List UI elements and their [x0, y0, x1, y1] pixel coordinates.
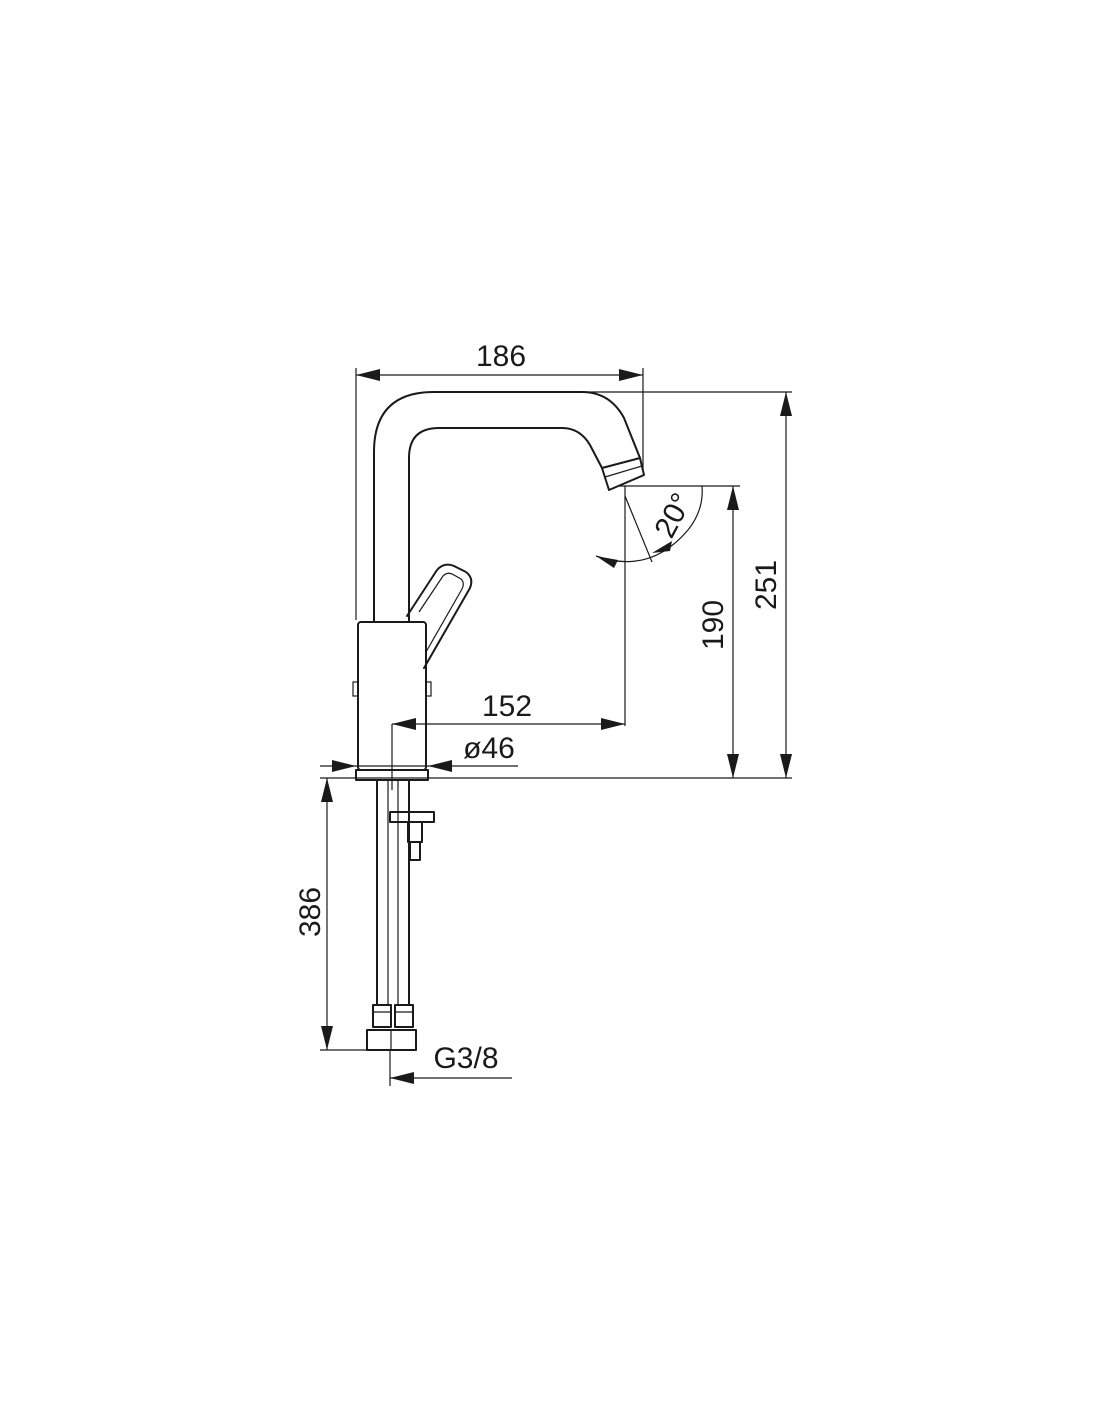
arrow-251-bottom — [780, 754, 792, 778]
lever-handle-inner — [418, 572, 464, 653]
arrow-386-bottom — [321, 1026, 333, 1050]
label-hose-length: 386 — [294, 887, 327, 937]
arrow-186-right — [619, 369, 643, 381]
aerator — [601, 457, 645, 491]
connection-nut — [366, 1029, 417, 1051]
label-spout-reach: 186 — [476, 340, 526, 373]
hose-fitting-right — [394, 1004, 414, 1028]
label-body-diameter: ø46 — [463, 732, 515, 765]
lever-handle — [406, 563, 473, 669]
dimension-lines — [320, 368, 792, 1086]
arrow-251-top — [780, 392, 792, 416]
fixing-bolt-end — [409, 841, 421, 861]
arrow-46-left — [332, 760, 356, 772]
arrow-190-bottom — [727, 754, 739, 778]
spout-inner — [408, 427, 603, 623]
arrow-186-left — [356, 369, 380, 381]
arrow-386-top — [321, 778, 333, 802]
arrow-152-left — [392, 718, 416, 730]
arrow-152-right — [601, 718, 625, 730]
label-outlet-height: 190 — [697, 600, 730, 650]
arrow-g38 — [390, 1072, 414, 1084]
arrow-46-right — [428, 760, 452, 772]
dimension-labels: 186 251 190 152 ø46 20° 386 G3/8 — [294, 340, 783, 1075]
label-outlet-angle: 20° — [648, 488, 698, 544]
angle-arc — [595, 485, 703, 563]
label-connection-thread: G3/8 — [433, 1042, 498, 1075]
label-total-height: 251 — [750, 560, 783, 610]
angle-leg — [624, 495, 653, 563]
fixing-bolt — [407, 821, 423, 843]
label-outlet-distance: 152 — [482, 690, 532, 723]
mounting-nut — [389, 811, 435, 823]
spout-outer — [373, 391, 641, 623]
arrow-angle-right — [652, 541, 672, 553]
arrow-190-top — [727, 486, 739, 510]
body-button-left — [352, 681, 359, 697]
hose-fitting-left — [372, 1004, 392, 1028]
body-button-right — [425, 681, 432, 697]
aerator-ring — [604, 465, 643, 478]
arrow-angle-left — [596, 556, 618, 568]
